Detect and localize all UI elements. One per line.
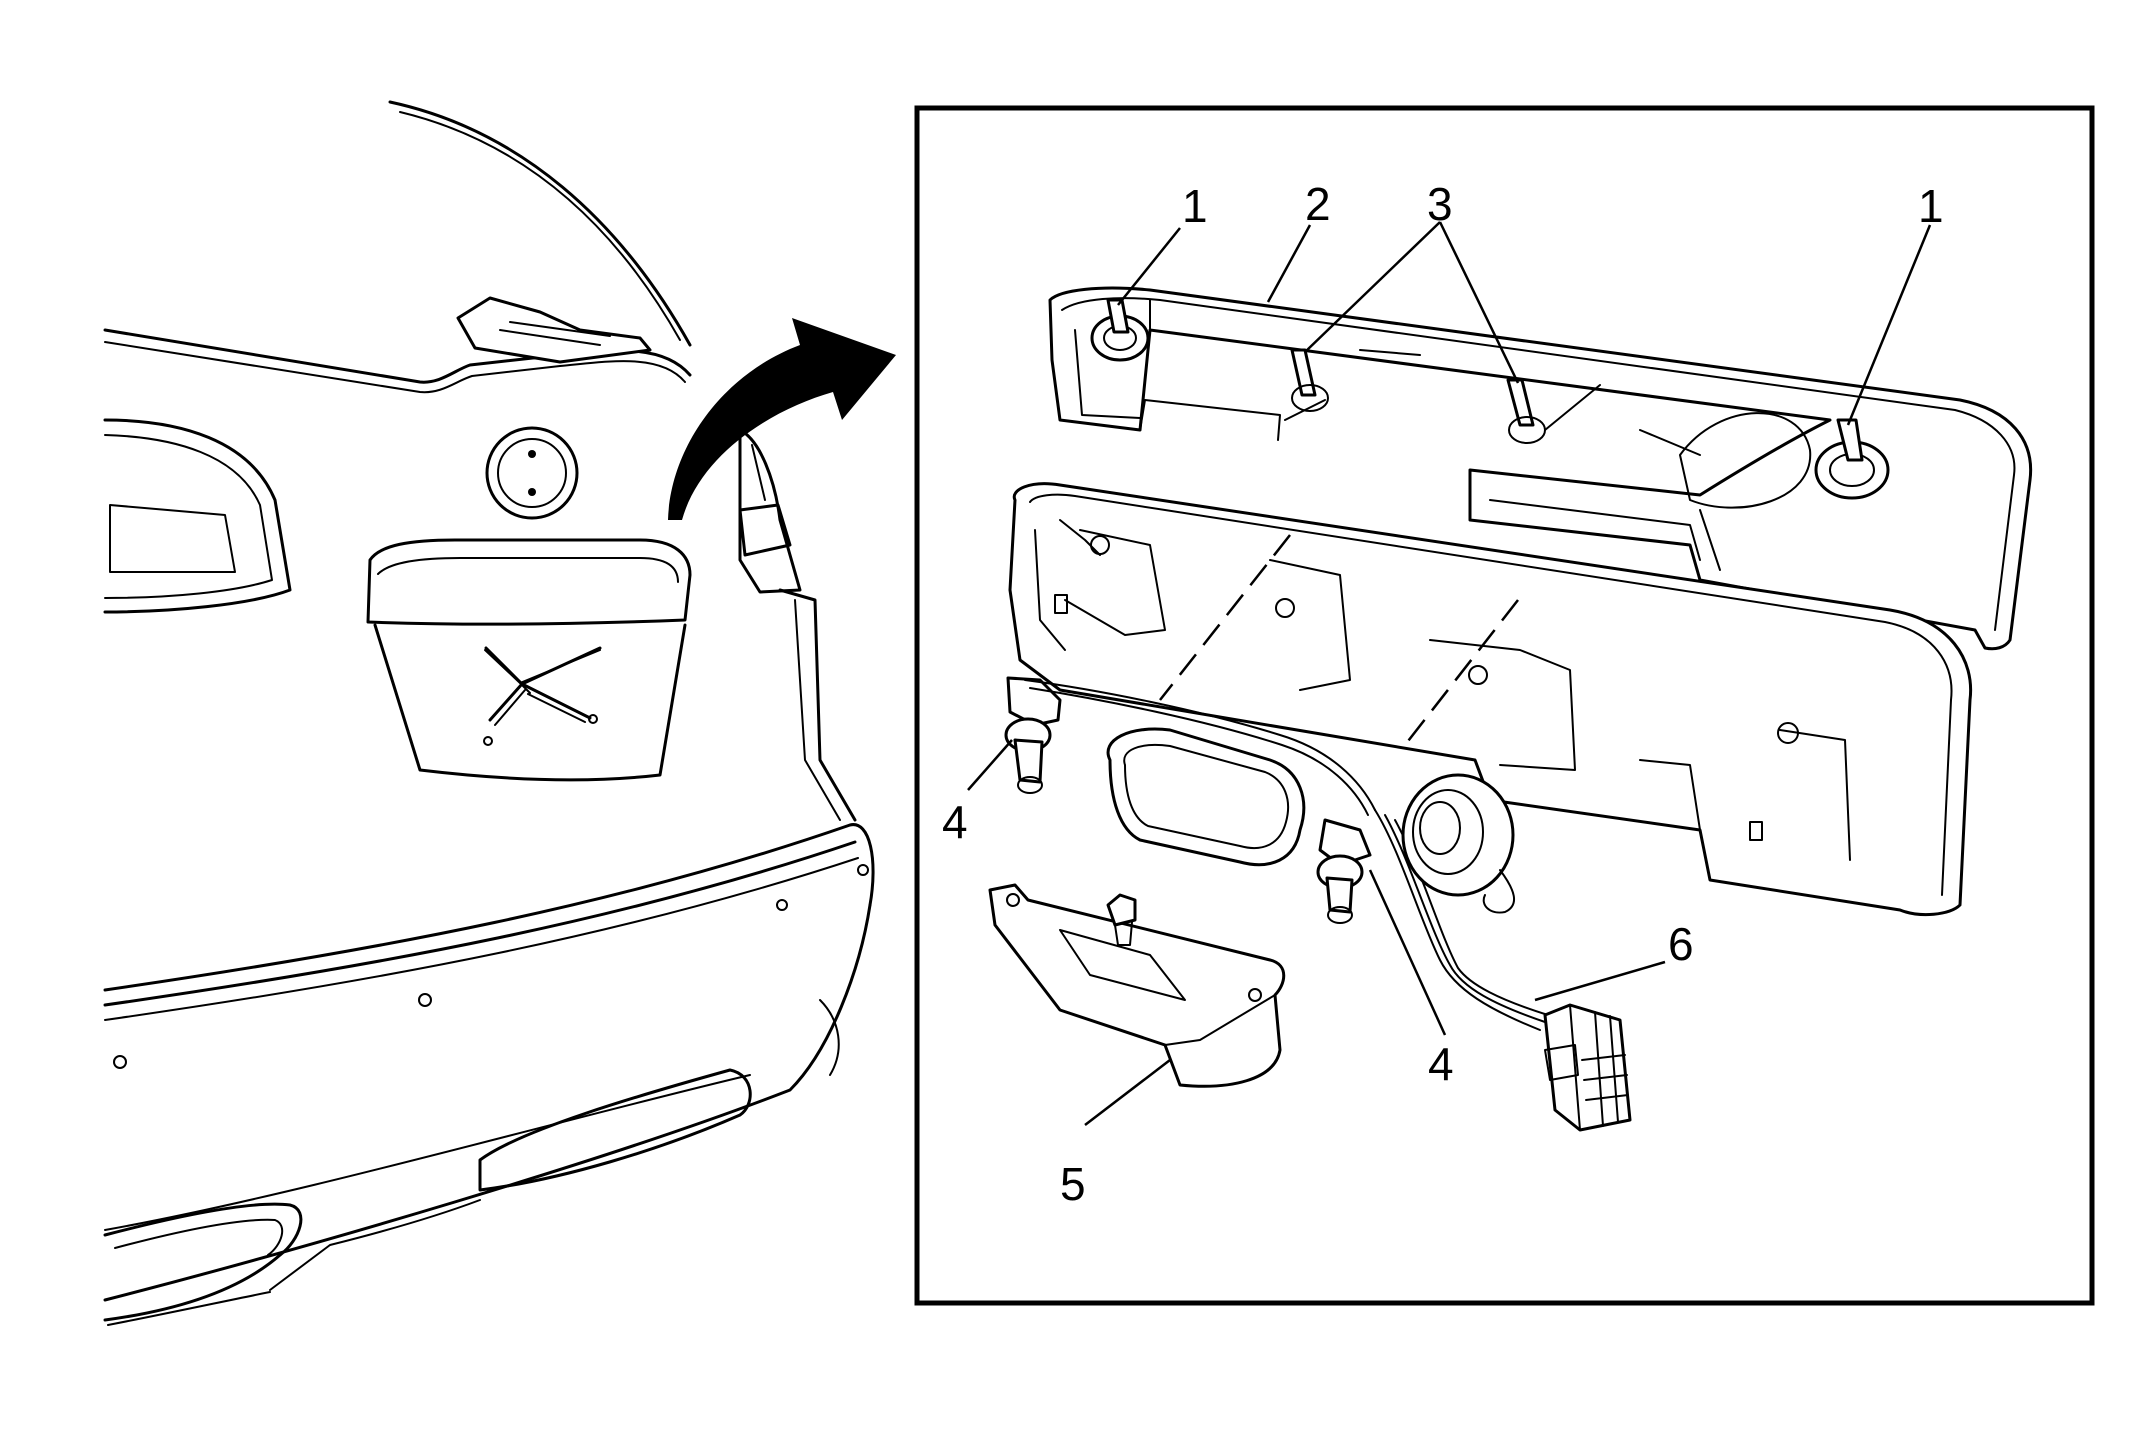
vehicle-rear-view	[103, 100, 896, 1326]
license-lamp	[988, 883, 1286, 1088]
applique-assembly	[1048, 286, 2033, 651]
callout-4-left: 4	[942, 796, 968, 848]
callout-4-center: 4	[1428, 1038, 1454, 1090]
lamp-housing	[1008, 482, 1973, 916]
wiring-harness	[1024, 679, 1632, 1132]
callout-3: 3	[1427, 178, 1453, 230]
lamp-lens	[1106, 727, 1306, 867]
bulb-sockets	[1004, 676, 1372, 924]
callout-2: 2	[1305, 178, 1331, 230]
leader-lines	[967, 221, 1932, 1126]
callout-1-right: 1	[1918, 180, 1944, 232]
direction-arrow	[668, 318, 896, 520]
callout-5: 5	[1060, 1158, 1086, 1210]
exploded-view	[988, 286, 2033, 1132]
callouts: 1 2 3 1 4 4 5 6	[942, 178, 1944, 1210]
callout-6: 6	[1668, 918, 1694, 970]
callout-1-left: 1	[1182, 180, 1208, 232]
